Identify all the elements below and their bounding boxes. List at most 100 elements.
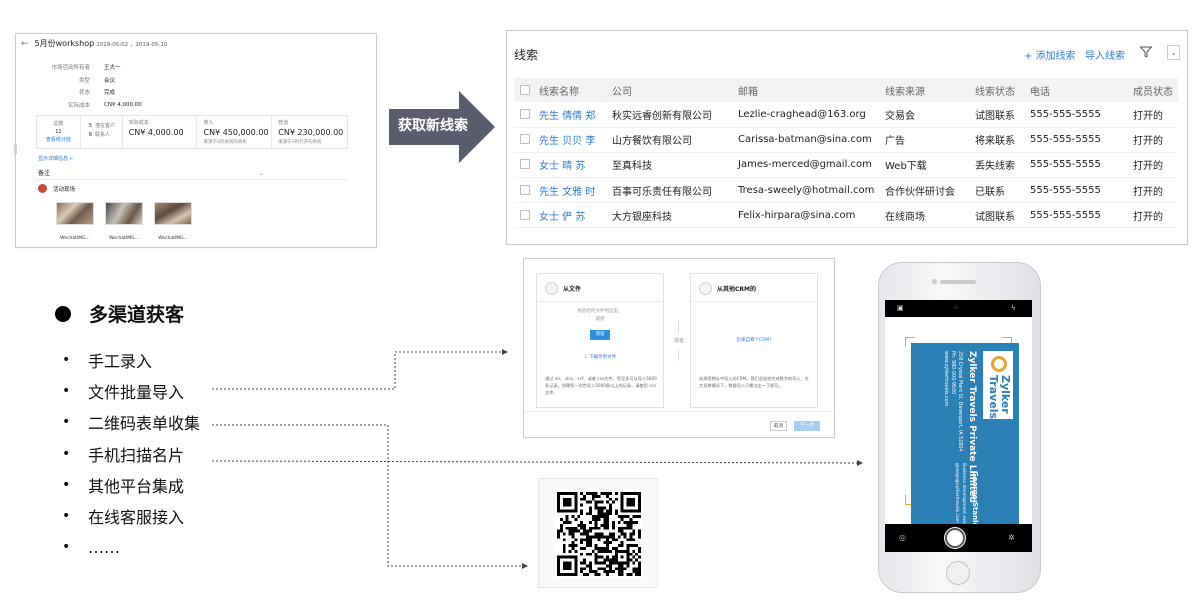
page-title: 线索 bbox=[514, 48, 539, 62]
get-leads-label: 获取新线索 bbox=[398, 118, 468, 134]
lead-name-link[interactable]: 女士 晴 苏 bbox=[539, 161, 586, 173]
chevron-down-icon[interactable]: ⌄ bbox=[259, 170, 265, 177]
list-item-label: 手机扫描名片 bbox=[88, 445, 185, 465]
download-sample-link[interactable]: ⇩ 下载示例文件 bbox=[583, 355, 617, 360]
headline-text: 多渠道获客 bbox=[89, 304, 185, 326]
add-lead-button[interactable]: + 添加线索 bbox=[1024, 51, 1076, 62]
lead-name-link[interactable]: 先生 倩倩 郑 bbox=[539, 110, 596, 122]
next-button[interactable]: 下一步 bbox=[794, 421, 820, 431]
table-cell: 555-555-5555 bbox=[1030, 108, 1101, 120]
shutter-button[interactable] bbox=[945, 528, 965, 548]
lead-name-link[interactable]: 先生 文雅 时 bbox=[539, 186, 596, 198]
stat-actual-cost-value: CN¥ 4,000.00 bbox=[128, 128, 184, 137]
show-more-link[interactable]: 显示详细信息 ← bbox=[38, 156, 74, 162]
field-value[interactable]: 完成 bbox=[104, 90, 116, 97]
qr-code-card bbox=[538, 478, 658, 588]
table-row[interactable]: 女士 俨 苏 大方银座科技 Felix-hirpara@sina.com 在线商… bbox=[514, 203, 1178, 228]
attachment-name: WechatIMG... bbox=[60, 236, 90, 241]
list-item-label: 在线客服接入 bbox=[88, 508, 185, 528]
filter-icon[interactable] bbox=[1139, 46, 1153, 61]
column-header[interactable]: 线索来源 bbox=[885, 86, 925, 98]
field-label: 状态 bbox=[78, 90, 90, 97]
column-header[interactable]: 线索状态 bbox=[975, 86, 1015, 98]
stat-pipeline: 管道 CN¥ 230,000.00 来源于3的打开的商机 bbox=[272, 116, 347, 148]
import-from-crm-card[interactable]: 从其他CRM的 您来自哪个CRM? 选择您想从中导入的CRM。我们会轻松完成数字… bbox=[690, 273, 818, 408]
switch-camera-icon[interactable]: ◎ bbox=[899, 533, 906, 542]
row-checkbox[interactable] bbox=[520, 184, 530, 195]
column-header[interactable]: 电话 bbox=[1030, 86, 1050, 98]
photo-image bbox=[56, 202, 94, 225]
table-cell: 秋实远睿创新有限公司 bbox=[612, 110, 712, 122]
view-stats-link[interactable]: 查看统计值 bbox=[45, 137, 71, 143]
field-row: 市场活动所有者王大一 bbox=[40, 61, 142, 74]
logo-text-line1: Zylker bbox=[999, 375, 1012, 414]
home-button[interactable] bbox=[946, 561, 970, 585]
field-value[interactable]: CN¥ 4,000.00 bbox=[104, 101, 142, 108]
table-cell: 将来联系 bbox=[975, 136, 1015, 148]
scanner-toolbar: ▣ ⁘ ϟ bbox=[885, 300, 1032, 317]
import-leads-button[interactable]: 导入线索 bbox=[1085, 51, 1125, 62]
table-cell: 555-555-5555 bbox=[1030, 159, 1101, 171]
list-item-label: 二维码表单收集 bbox=[88, 414, 201, 434]
gallery-icon[interactable]: ▣ bbox=[897, 304, 904, 312]
field-value[interactable]: 会议 bbox=[104, 77, 116, 84]
table-row[interactable]: 女士 晴 苏 至真科技 James-merced@gmail.com Web下载… bbox=[514, 152, 1178, 178]
browse-button[interactable]: 浏览 bbox=[590, 330, 610, 340]
row-checkbox[interactable] bbox=[520, 134, 530, 145]
drop-zone[interactable]: 拖放您的文件到这里。或者 bbox=[537, 308, 663, 324]
connector-qr-form bbox=[212, 424, 528, 569]
cancel-button[interactable]: 取消 bbox=[770, 421, 787, 431]
lead-name-link[interactable]: 女士 俨 苏 bbox=[539, 211, 586, 223]
select-all-checkbox[interactable] bbox=[520, 84, 530, 95]
auto-capture-icon[interactable]: ⁘ bbox=[953, 304, 959, 312]
attachment-thumbnail[interactable]: WechatIMG... bbox=[154, 202, 192, 241]
card-address: 258 Crystal Plant St, Davenport, IA 5280… bbox=[957, 351, 962, 452]
lead-name-link[interactable]: 先生 贝贝 李 bbox=[539, 136, 596, 148]
list-item: •…… bbox=[62, 532, 200, 563]
column-header[interactable]: 线索名称 bbox=[539, 86, 579, 98]
phone-speaker bbox=[940, 280, 976, 284]
row-checkbox[interactable] bbox=[520, 209, 530, 220]
list-item-label: …… bbox=[88, 537, 120, 557]
table-row[interactable]: 先生 贝贝 李 山方餐饮有限公司 Carissa-batman@sina.com… bbox=[514, 127, 1178, 153]
table-cell: 555-555-5555 bbox=[1030, 134, 1101, 146]
chevron-down-icon[interactable]: ⌄ bbox=[1167, 45, 1180, 60]
row-checkbox[interactable] bbox=[520, 159, 530, 170]
column-header[interactable]: 邮箱 bbox=[738, 86, 758, 98]
stat-contacts-value: 6 bbox=[88, 132, 93, 138]
flash-icon[interactable]: ϟ bbox=[1011, 304, 1016, 312]
divider bbox=[678, 321, 679, 333]
table-cell: 打开的 bbox=[1133, 161, 1163, 173]
import-from-file-card[interactable]: 从文件 拖放您的文件到这里。或者 浏览 ⇩ 下载示例文件 通过 xls、xlsx… bbox=[536, 273, 664, 408]
avatar[interactable] bbox=[38, 184, 47, 193]
stat-revenue-label: 收入 bbox=[203, 120, 214, 126]
panel-scroll-handle[interactable] bbox=[14, 144, 17, 154]
table-cell: Lezlie-craghead@163.org bbox=[738, 108, 866, 120]
field-value[interactable]: 王大一 bbox=[104, 65, 121, 72]
attachment-thumbnail[interactable]: WechatIMG... bbox=[56, 202, 94, 241]
stat-pipeline-label: 管道 bbox=[278, 120, 289, 126]
card-header: 从其他CRM的 bbox=[699, 282, 756, 295]
attachment-thumbnail[interactable]: WechatIMG... bbox=[105, 202, 143, 241]
divider bbox=[36, 179, 348, 180]
settings-icon[interactable]: ✲ bbox=[1008, 533, 1015, 542]
drop-zone-text: 拖放您的文件到这里。 bbox=[577, 309, 623, 314]
back-arrow-icon[interactable]: ← bbox=[21, 39, 29, 49]
column-header[interactable]: 公司 bbox=[612, 86, 632, 98]
bullet-icon: • bbox=[62, 476, 71, 493]
crm-import-description: 选择您想从中导入的CRM。我们会轻松完成数字的导入、在大多数情况下，数据导入只需… bbox=[699, 376, 809, 388]
photo-image bbox=[105, 202, 143, 225]
leads-list-panel: 线索 + 添加线索 导入线索 ⌄ 线索名称 公司 邮箱 线索来源 线索状态 电话… bbox=[506, 30, 1188, 245]
table-cell: 广告 bbox=[885, 136, 905, 148]
photo-image bbox=[154, 202, 192, 225]
table-row[interactable]: 先生 文雅 时 百事可乐责任有限公司 Tresa-sweely@hotmail.… bbox=[514, 178, 1178, 203]
table-row[interactable]: 先生 倩倩 郑 秋实远睿创新有限公司 Lezlie-craghead@163.o… bbox=[514, 102, 1178, 128]
row-checkbox[interactable] bbox=[520, 108, 530, 119]
column-header[interactable]: 成员状态 bbox=[1133, 86, 1173, 98]
table-cell: Carissa-batman@sina.com bbox=[738, 134, 872, 146]
which-crm-link[interactable]: 您来自哪个CRM? bbox=[736, 338, 772, 343]
